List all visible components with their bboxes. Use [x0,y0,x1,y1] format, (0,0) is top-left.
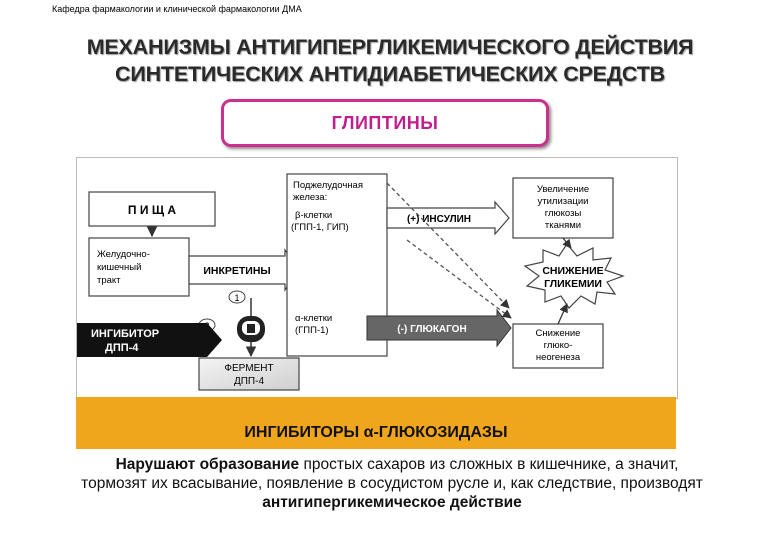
enzyme-line-1: ФЕРМЕНТ [224,363,273,374]
util-line-1: Увеличение [537,184,589,195]
enzyme-box: ФЕРМЕНТ ДПП-4 [198,357,300,391]
alpha-line-2: (ГПП-1) [295,325,329,336]
insulin-arrow: (+) ИНСУЛИН [386,200,510,236]
section-label: ГЛИПТИНЫ [331,112,439,133]
description-bold-lead: Нарушают образование [115,456,300,473]
beta-line-2: (ГПП-1, ГИП) [291,222,349,233]
title-line-1: МЕХАНИЗМЫ АНТИГИПЕРГЛИКЕМИЧЕСКОГО ДЕЙСТВ… [86,35,694,59]
util-line-2: утилизации [538,196,589,207]
food-label: П И Щ А [128,203,176,217]
pancreas-line-1: Поджелудочная [293,180,363,191]
glucosidase-banner: ИНГИБИТОРЫ α-ГЛЮКОЗИДАЗЫ [76,397,676,449]
enzyme-line-2: ДПП-4 [234,376,264,387]
glucagon-label: (-) ГЛЮКАГОН [397,324,466,335]
glucose-utilization-box: Увеличение утилизации глюкозы тканями [512,177,614,239]
glycemia-line-1: СНИЖЕНИЕ [542,265,603,277]
food-box: П И Щ А [88,191,216,227]
section-label-box: ГЛИПТИНЫ [221,99,549,147]
gluco-line-3: неогенеза [536,352,581,363]
gluco-line-1: Снижение [536,328,581,339]
step-1-marker: 1 [228,290,246,304]
description-line-2: тормозят их всасывание, появление в сосу… [81,475,703,492]
gi-line-3: тракт [97,275,121,286]
incretins-label: ИНКРЕТИНЫ [203,265,270,277]
inhibitor-line-1: ИНГИБИТОР [91,328,159,340]
diagram-svg: П И Щ А Желудочно- кишечный тракт ИНКРЕТ… [77,173,625,391]
glucosidase-banner-label: ИНГИБИТОРЫ α-ГЛЮКОЗИДАЗЫ [244,424,508,441]
gi-tract-box: Желудочно- кишечный тракт [88,237,190,297]
alpha-line-1: α-клетки [295,313,332,324]
step-1-label: 1 [234,293,239,303]
gi-line-2: кишечный [97,262,141,273]
inhibitor-line-2: ДПП-4 [105,342,139,354]
arrow-util-to-glycemia [562,237,572,249]
slide-title: МЕХАНИЗМЫ АНТИГИПЕРГЛИКЕМИЧЕСКОГО ДЕЙСТВ… [0,34,780,88]
mechanism-diagram: П И Щ А Желудочно- кишечный тракт ИНКРЕТ… [76,157,678,399]
glycemia-line-2: ГЛИКЕМИИ [544,278,602,290]
glucagon-arrow: (-) ГЛЮКАГОН [366,308,512,348]
pancreas-line-2: железа: [293,192,327,203]
insulin-label: (+) ИНСУЛИН [407,214,471,225]
incretins-arrow: ИНКРЕТИНЫ [188,248,300,292]
description-line-3: антигипергикемическое действие [262,494,522,511]
util-line-3: глюкозы [545,208,582,219]
dashed-arrow-1 [386,182,510,309]
description-line-1: Нарушают образование простых сахаров из … [26,455,758,474]
glycemia-star: СНИЖЕНИЕ ГЛИКЕМИИ [523,242,625,309]
title-line-2: СИНТЕТИЧЕСКИХ АНТИДИАБЕТИЧЕСКИХ СРЕДСТВ [115,62,665,86]
arrow-gluco-to-glycemia [557,303,568,325]
gluco-line-2: глюко- [544,340,573,351]
beta-line-1: β-клетки [295,210,332,221]
enzyme-icon [237,298,265,358]
inhibitor-box: ИНГИБИТОР ДПП-4 [77,323,222,357]
department-header: Кафедра фармакологии и клинической фарма… [52,4,302,14]
description-line-1-rest: простых сахаров из сложных в кишечнике, … [299,456,679,473]
gi-line-1: Желудочно- [97,249,150,260]
gluconeogenesis-box: Снижение глюко- неогенеза [512,323,604,369]
dashed-arrow-2 [406,239,512,319]
util-line-4: тканями [545,220,581,231]
description-paragraph: Нарушают образование простых сахаров из … [26,455,758,512]
